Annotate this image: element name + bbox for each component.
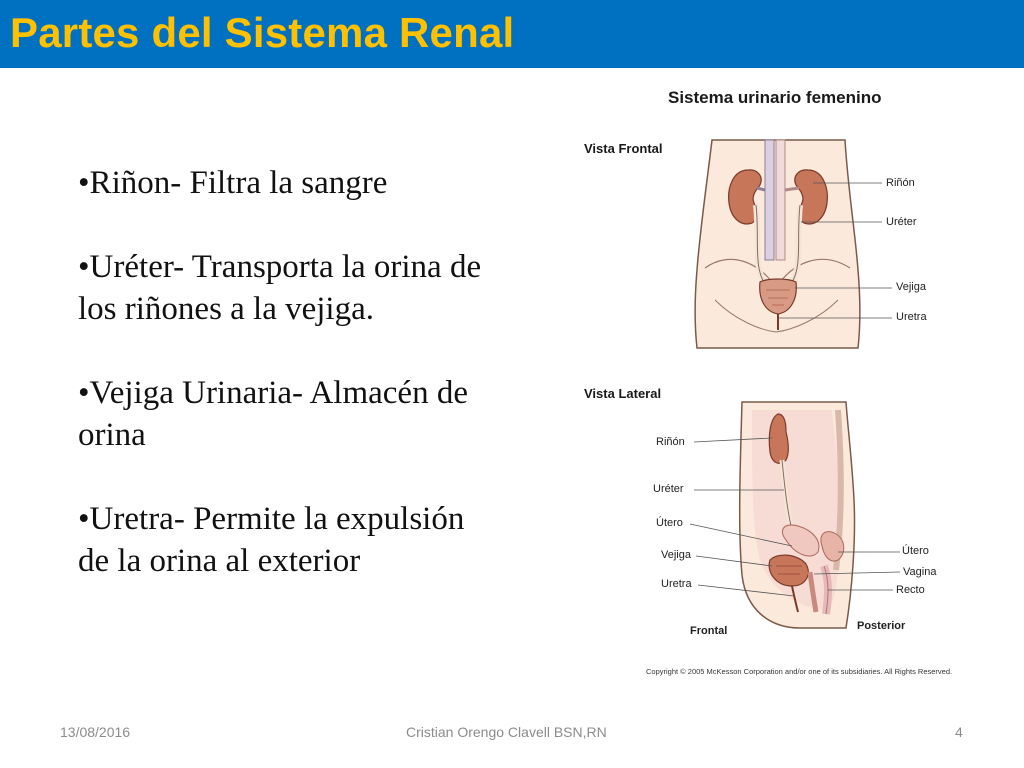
frontal-label-rinon: Riñón <box>886 177 915 189</box>
lateral-label-utero: Útero <box>656 517 683 529</box>
footer-author: Cristian Orengo Clavell BSN,RN <box>406 724 607 740</box>
lateral-view-heading: Vista Lateral <box>584 386 662 401</box>
lateral-label-rinon: Riñón <box>656 436 685 448</box>
bullet-rinon: •Riñon- Filtra la sangre <box>78 165 388 201</box>
lateral-label-posterior: Posterior <box>857 620 906 632</box>
bullet-uretra: •Uretra- Permite la expulsión de la orin… <box>78 501 465 579</box>
footer-page-number: 4 <box>955 724 963 740</box>
frontal-view-heading: Vista Frontal <box>584 141 663 156</box>
lateral-label-uretra: Uretra <box>661 578 692 590</box>
slide-title: Partes del Sistema Renal <box>10 9 515 56</box>
lateral-label-frontal: Frontal <box>690 625 728 637</box>
frontal-view-illustration <box>694 139 892 349</box>
title-bar: Partes del Sistema Renal <box>0 0 1024 68</box>
lateral-label-recto: Recto <box>896 584 925 596</box>
frontal-label-uretra: Uretra <box>896 311 927 323</box>
frontal-label-vejiga: Vejiga <box>896 281 926 293</box>
lateral-label-vejiga: Vejiga <box>661 549 691 561</box>
bullet-ureter: •Uréter- Transporta la orina de los riño… <box>78 249 482 327</box>
lateral-label-utero-right: Útero <box>902 545 929 557</box>
figure-title: Sistema urinario femenino <box>668 88 882 107</box>
lateral-label-ureter: Uréter <box>653 483 684 495</box>
bullet-list: •Riñon- Filtra la sangre •Uréter- Transp… <box>78 162 498 582</box>
footer-date: 13/08/2016 <box>60 724 131 740</box>
lateral-view-illustration <box>689 401 901 629</box>
lateral-label-vagina: Vagina <box>903 566 937 578</box>
frontal-label-ureter: Uréter <box>886 216 917 228</box>
bullet-vejiga: •Vejiga Urinaria- Almacén de orina <box>78 375 468 453</box>
copyright-notice: Copyright © 2005 McKesson Corporation an… <box>646 667 953 676</box>
